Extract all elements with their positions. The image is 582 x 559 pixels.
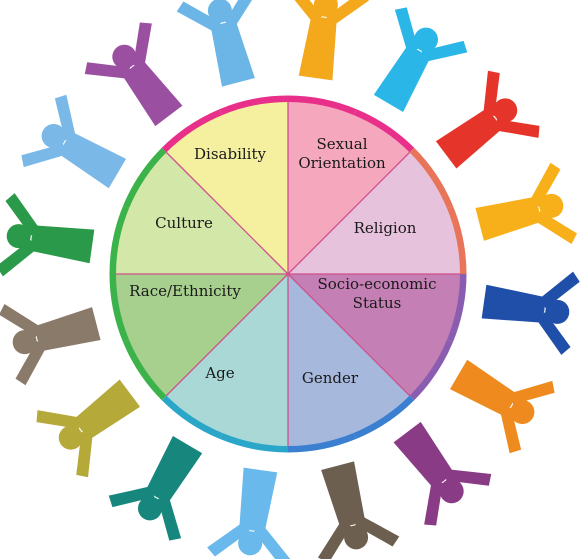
person-figure-icon [449, 359, 555, 454]
wheel-segments [116, 102, 460, 446]
rim-arc [287, 432, 357, 453]
rim-arc [409, 147, 453, 209]
segment-label: Race/Ethnicity [129, 282, 241, 300]
segment-label: Religion [354, 219, 417, 237]
person-figure-icon [84, 22, 183, 127]
rim-arc [123, 339, 167, 401]
segment-label-line: Race/Ethnicity [129, 282, 241, 300]
person-figure-icon [207, 467, 291, 559]
person-figure-icon [176, 0, 259, 87]
segment-label-line: Sexual [316, 135, 367, 153]
rim-arc [353, 109, 415, 153]
person-figure-icon [108, 435, 203, 541]
segment-label-line: Status [353, 294, 402, 312]
segment-label-line: Orientation [298, 154, 386, 172]
segment-label: Gender [302, 369, 359, 387]
rim-arc [353, 395, 415, 439]
person-figure-icon [475, 162, 578, 245]
wheel-segment [166, 274, 288, 446]
segment-label-line: Culture [155, 214, 213, 232]
segment-label-line: Socio-economic [317, 275, 436, 293]
rim-arc [446, 273, 467, 343]
person-figure-icon [21, 94, 127, 189]
person-figure-icon [0, 303, 101, 386]
person-figure-icon [285, 0, 369, 81]
wheel-segment [288, 274, 410, 446]
rim-arc [109, 205, 130, 275]
wheel-segment [288, 152, 460, 274]
person-figure-icon [317, 461, 400, 559]
rim-arc [219, 432, 289, 453]
rim-arc [161, 395, 223, 439]
person-figure-icon [373, 7, 468, 113]
rim-arc [446, 205, 467, 275]
rim-arc [109, 273, 130, 343]
rim-arc [409, 339, 453, 401]
wheel-segment [288, 102, 410, 274]
segment-divider [287, 273, 411, 397]
segment-divider [165, 151, 289, 275]
segment-label: Disability [194, 145, 266, 163]
segment-label: Culture [155, 214, 213, 232]
person-figure-icon [393, 421, 492, 526]
wheel-segment [116, 152, 288, 274]
segment-label-line: Gender [302, 369, 359, 387]
segment-label-line: Disability [194, 145, 266, 163]
rim-arc [161, 109, 223, 153]
wheel-segment [288, 274, 460, 396]
person-figure-icon [435, 70, 540, 169]
segment-dividers [116, 102, 460, 446]
wheel-segment [166, 102, 288, 274]
segment-label: Age [204, 364, 234, 382]
segment-divider [287, 151, 411, 275]
person-figure-icon [0, 193, 95, 277]
person-figure-icon [481, 271, 580, 355]
rim-arc [287, 95, 357, 116]
wheel-rim [109, 95, 467, 453]
wheel-segment [116, 274, 288, 396]
rim-arc [219, 95, 289, 116]
rim-arc [123, 147, 167, 209]
segment-label-line: Religion [354, 219, 417, 237]
segment-divider [165, 273, 289, 397]
segment-label-line: Age [204, 364, 234, 382]
person-figure-icon [36, 379, 141, 478]
